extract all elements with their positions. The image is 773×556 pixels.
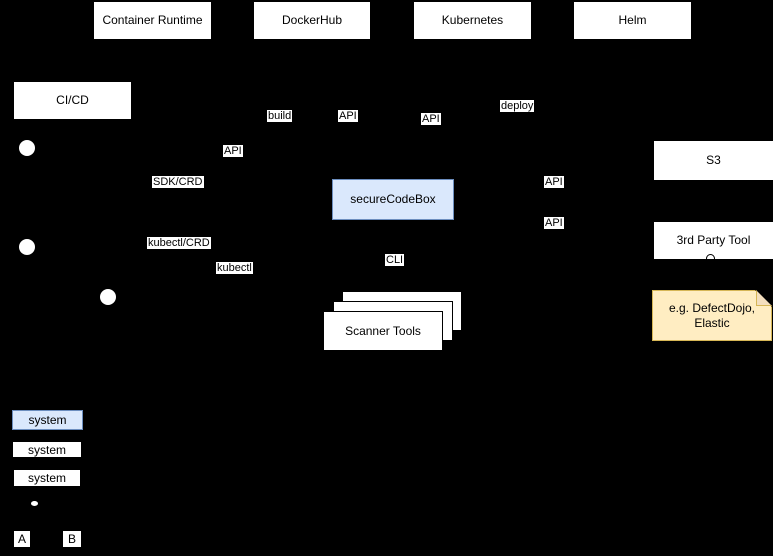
node-securecodebox: secureCodeBox	[332, 179, 454, 220]
legend-actor-icon	[31, 501, 38, 506]
node-helm: Helm	[573, 1, 692, 40]
interface-lollipop-icon	[706, 254, 715, 263]
actor-icon	[100, 289, 116, 305]
edge-label-api-third-party: API	[544, 217, 564, 229]
legend-marker-b: B	[62, 530, 82, 548]
node-kubernetes: Kubernetes	[413, 1, 532, 40]
edge-label-api-kubernetes: API	[421, 113, 441, 125]
edge-label-kubectl: kubectl	[216, 262, 253, 274]
edge-label-deploy: deploy	[500, 100, 535, 112]
actor-icon	[19, 140, 35, 156]
edge-label-kubectl-crd: kubectl/CRD	[147, 237, 211, 249]
edge-label-api-cicd: API	[223, 145, 243, 157]
legend-system-bold: system	[12, 468, 82, 488]
note-defectdojo-elastic: e.g. DefectDojo, Elastic	[652, 290, 772, 341]
node-cicd: CI/CD	[13, 81, 132, 120]
note-line-2: Elastic	[694, 315, 730, 330]
node-third-party-tool: 3rd Party Tool	[653, 221, 773, 260]
node-s3: S3	[653, 140, 773, 181]
edge-label-api-dockerhub: API	[338, 110, 358, 122]
edge-label-sdk-crd: SDK/CRD	[152, 176, 204, 188]
edge-label-cli: CLI	[385, 254, 405, 266]
edge-label-build: build	[267, 110, 293, 122]
node-scanner-tools: Scanner Tools	[323, 311, 443, 351]
actor-icon	[19, 239, 35, 255]
edge-label-api-s3: API	[544, 176, 564, 188]
legend-marker-a: A	[13, 530, 31, 548]
note-line-1: e.g. DefectDojo,	[668, 300, 756, 315]
legend-system-plain: system	[12, 441, 82, 458]
node-container-runtime: Container Runtime	[93, 1, 212, 40]
legend-system-highlight: system	[12, 410, 83, 430]
node-dockerhub: DockerHub	[253, 1, 371, 40]
